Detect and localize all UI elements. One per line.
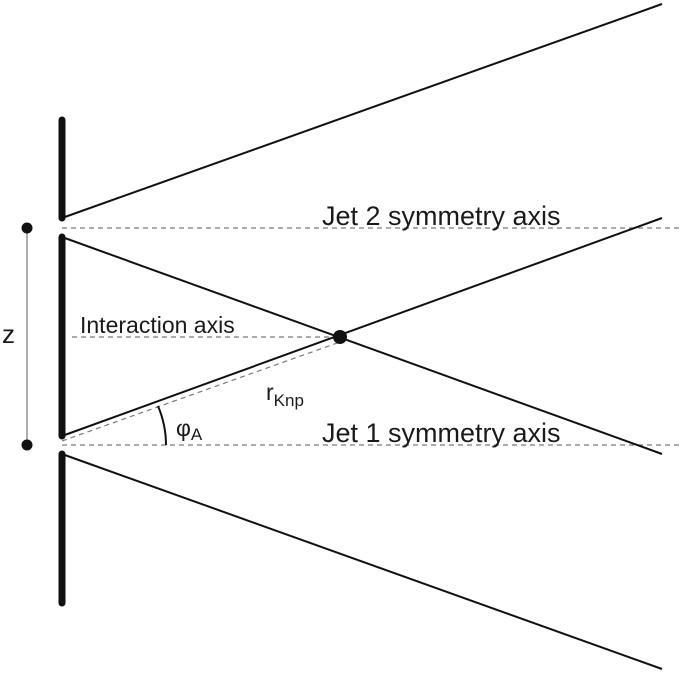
- intersection-point: [333, 330, 347, 344]
- jet2-symmetry-axis-label: Jet 2 symmetry axis: [322, 201, 561, 231]
- angle-subscript: A: [191, 425, 203, 444]
- jet1-symmetry-axis-label: Jet 1 symmetry axis: [322, 418, 561, 448]
- radius-subscript: Knp: [274, 391, 304, 410]
- radius-main-text: r: [266, 379, 274, 405]
- interaction-axis-label: Interaction axis: [80, 312, 235, 338]
- radius-dashed-line: [61, 341, 341, 442]
- z-dimension-bottom-dot: [21, 439, 33, 451]
- jet1-lower-boundary: [61, 453, 663, 670]
- angle-label: φA: [176, 415, 203, 444]
- jet1-upper-boundary: [61, 217, 663, 437]
- jet2-lower-boundary: [61, 236, 663, 455]
- distance-label: z: [2, 319, 15, 349]
- jet2-upper-boundary: [61, 3, 663, 219]
- z-dimension-top-dot: [21, 222, 33, 234]
- angle-arc: [157, 405, 167, 446]
- angle-main-text: φ: [176, 415, 191, 441]
- radius-label: rKnp: [266, 379, 304, 410]
